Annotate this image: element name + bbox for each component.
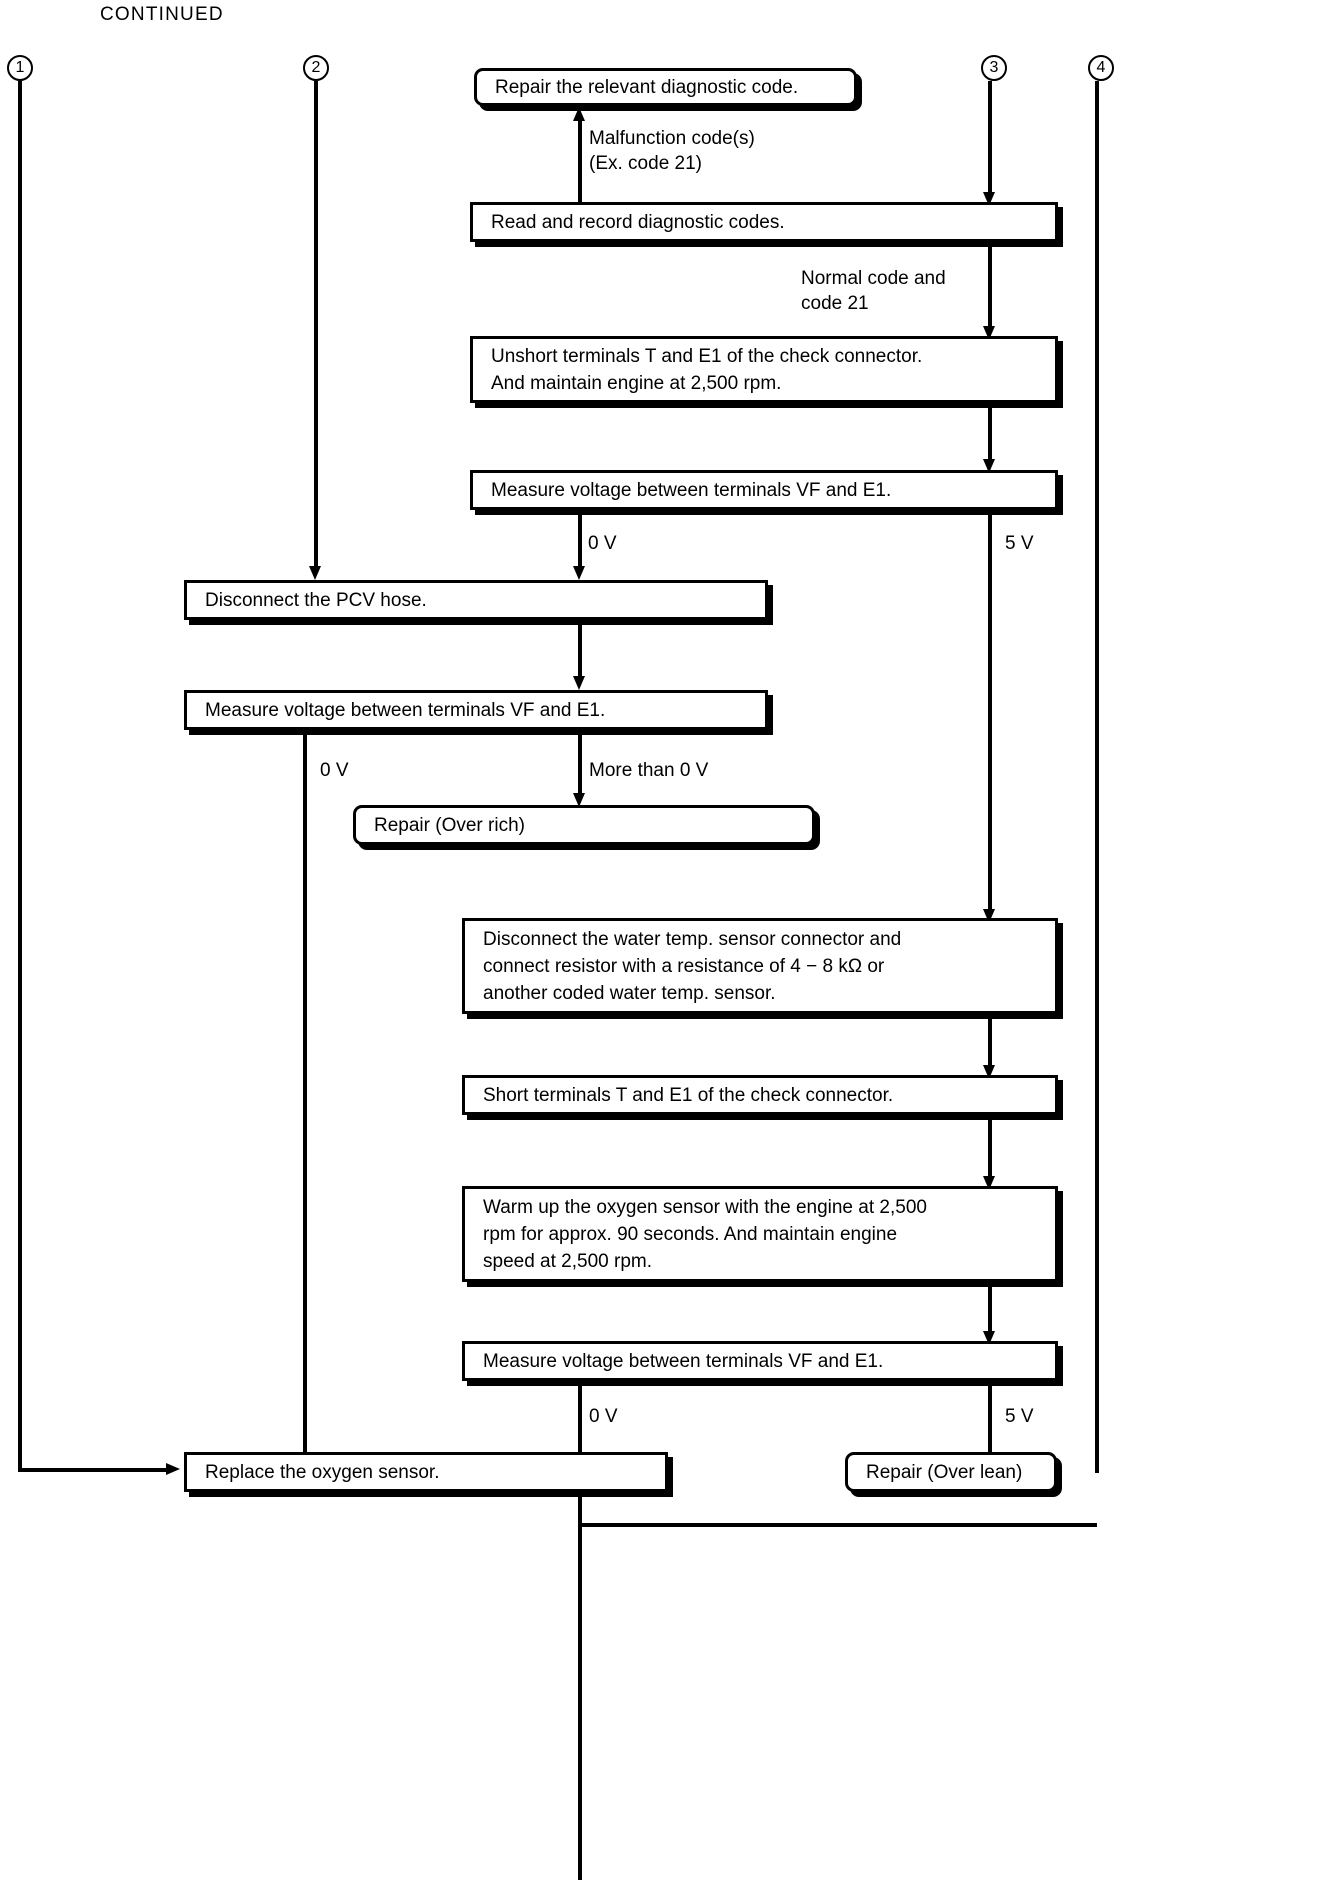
- node-measure-voltage-2-label: Measure voltage between terminals VF and…: [205, 699, 606, 721]
- node-read-record-codes-label: Read and record diagnostic codes.: [491, 211, 785, 233]
- edge-label-malfunction-codes: Malfunction code(s) (Ex. code 21): [589, 128, 755, 174]
- node-repair-relevant-code[interactable]: Repair the relevant diagnostic code.: [474, 68, 857, 106]
- edge-label-normal-and-21: Normal code and code 21: [801, 268, 946, 314]
- edge-read-to-repair-line: [578, 118, 582, 206]
- node-unshort-terminals[interactable]: Unshort terminals T and E1 of the check …: [470, 336, 1058, 403]
- rail-1-vertical: [18, 81, 22, 1472]
- edge-measure1-0v-arrowhead: [573, 566, 585, 580]
- node-repair-over-lean[interactable]: Repair (Over lean): [845, 1452, 1057, 1492]
- node-short-terminals-label: Short terminals T and E1 of the check co…: [483, 1084, 894, 1106]
- edge-measure1-5v-line: [988, 513, 992, 911]
- edge-pcv-to-measure2-line: [578, 623, 582, 678]
- edge-warmup-to-measure3-line: [988, 1285, 992, 1333]
- exit-rail-replace-sensor: [578, 1495, 582, 1880]
- edge-label-v1-five: 5 V: [1005, 533, 1034, 554]
- node-unshort-terminals-label: Unshort terminals T and E1 of the check …: [491, 345, 923, 394]
- node-read-record-codes[interactable]: Read and record diagnostic codes.: [470, 202, 1058, 242]
- connector-ref-1: 1: [7, 55, 33, 81]
- rail-2-arrowhead: [309, 566, 321, 580]
- edge-read-to-repair-arrowhead: [573, 107, 585, 121]
- connector-ref-2: 2: [303, 55, 329, 81]
- edge-label-v2-zero: 0 V: [320, 760, 349, 781]
- rail-1-arrowhead: [166, 1463, 180, 1475]
- edge-measure1-0v-line: [578, 513, 582, 568]
- rail-4-vertical: [1095, 81, 1099, 1473]
- edge-pcv-to-measure2-arrowhead: [573, 676, 585, 690]
- rail-3-vertical: [988, 81, 992, 194]
- edge-measure2-morethan0v-arrowhead: [573, 793, 585, 807]
- rail-1-horizontal: [18, 1468, 170, 1472]
- node-disconnect-pcv[interactable]: Disconnect the PCV hose.: [184, 580, 768, 620]
- edge-read-to-unshort-line: [988, 245, 992, 328]
- edge-short-to-warmup-line: [988, 1118, 992, 1178]
- edge-measure2-morethan0v-line: [578, 733, 582, 795]
- node-measure-voltage-3-label: Measure voltage between terminals VF and…: [483, 1350, 884, 1372]
- page-title: CONTINUED: [100, 4, 224, 25]
- node-warm-up-sensor-label: Warm up the oxygen sensor with the engin…: [483, 1196, 927, 1272]
- node-warm-up-sensor[interactable]: Warm up the oxygen sensor with the engin…: [462, 1186, 1058, 1282]
- node-replace-oxygen-sensor-label: Replace the oxygen sensor.: [205, 1461, 440, 1483]
- edge-label-v3-zero: 0 V: [589, 1406, 618, 1427]
- node-measure-voltage-1-label: Measure voltage between terminals VF and…: [491, 479, 892, 501]
- node-disconnect-water-temp-label: Disconnect the water temp. sensor connec…: [483, 928, 902, 1004]
- connector-ref-4: 4: [1088, 55, 1114, 81]
- node-repair-over-rich[interactable]: Repair (Over rich): [353, 805, 815, 845]
- rail-2-vertical: [314, 81, 318, 568]
- node-measure-voltage-2[interactable]: Measure voltage between terminals VF and…: [184, 690, 768, 730]
- node-disconnect-water-temp[interactable]: Disconnect the water temp. sensor connec…: [462, 918, 1058, 1014]
- edge-measure3-0v-line: [578, 1384, 582, 1460]
- edge-label-v1-zero: 0 V: [588, 533, 617, 554]
- node-measure-voltage-3[interactable]: Measure voltage between terminals VF and…: [462, 1341, 1058, 1381]
- exit-rail-join-horizontal: [578, 1523, 1097, 1527]
- edge-unshort-to-measure1-arrowhead: [983, 459, 995, 473]
- node-repair-over-rich-label: Repair (Over rich): [374, 814, 525, 836]
- node-disconnect-pcv-label: Disconnect the PCV hose.: [205, 589, 427, 611]
- edge-label-v2-more-than-zero: More than 0 V: [589, 760, 709, 781]
- node-replace-oxygen-sensor[interactable]: Replace the oxygen sensor.: [184, 1452, 668, 1492]
- connector-ref-3: 3: [981, 55, 1007, 81]
- node-short-terminals[interactable]: Short terminals T and E1 of the check co…: [462, 1075, 1058, 1115]
- node-measure-voltage-1[interactable]: Measure voltage between terminals VF and…: [470, 470, 1058, 510]
- edge-measure3-5v-line: [988, 1384, 992, 1460]
- edge-watertemp-to-short-line: [988, 1017, 992, 1067]
- edge-label-v3-five: 5 V: [1005, 1406, 1034, 1427]
- node-repair-over-lean-label: Repair (Over lean): [866, 1461, 1023, 1483]
- node-repair-relevant-code-label: Repair the relevant diagnostic code.: [495, 76, 799, 98]
- edge-unshort-to-measure1-line: [988, 406, 992, 461]
- edge-measure2-0v-line: [303, 733, 307, 1460]
